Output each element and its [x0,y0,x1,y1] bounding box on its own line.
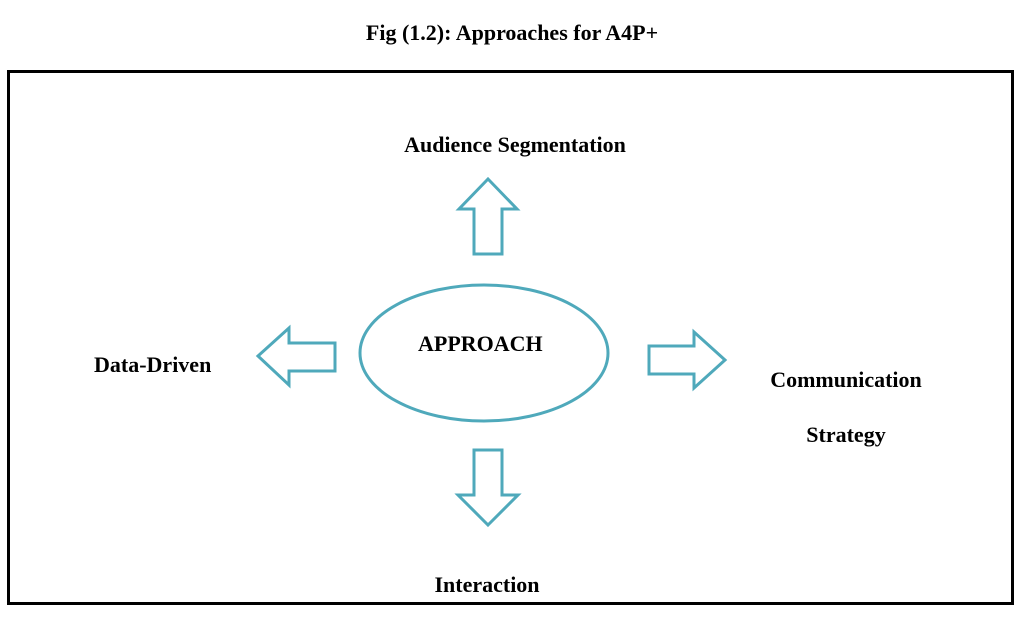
figure-caption: Fig (1.2): Approaches for A4P+ [365,20,659,45]
center-label: APPROACH [418,331,543,356]
approach-ellipse [358,283,610,423]
left-arrow-icon [255,324,337,389]
left-label: Data-Driven [94,352,212,377]
top-label: Audience Segmentation [404,132,626,157]
right-label: Communication Strategy [770,367,922,447]
diagram-frame [7,70,1014,605]
bottom-label: Interaction [434,572,540,597]
up-arrow-icon [455,176,521,256]
right-arrow-icon [647,328,728,392]
down-arrow-icon [454,448,522,528]
